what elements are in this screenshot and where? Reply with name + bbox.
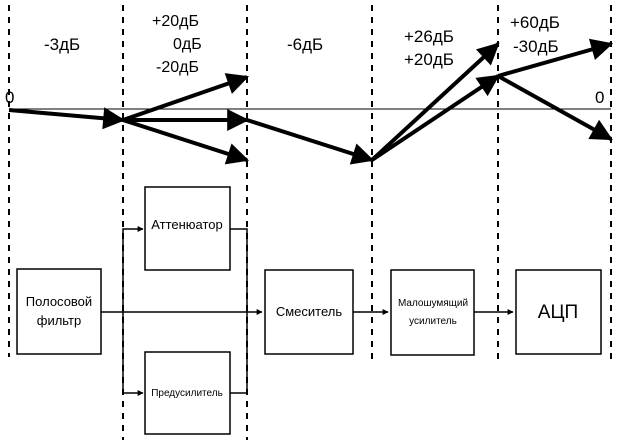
gain-arrow-lna-plus26 xyxy=(370,42,500,162)
gain-arrow-adc-plus60 xyxy=(497,38,614,78)
attenuator-label: Аттенюатор xyxy=(151,217,223,232)
stage1-gain: -3дБ xyxy=(44,35,80,54)
block-preamp: Предусилитель xyxy=(144,351,231,435)
stage4-gain-2: +20дБ xyxy=(404,50,454,69)
connector-to-preamp xyxy=(122,312,144,396)
zero-label-left: 0 xyxy=(5,88,14,107)
gain-arrow-filter xyxy=(8,107,126,130)
adc-label: АЦП xyxy=(538,302,578,323)
stage2-gain-3: -20дБ xyxy=(156,59,199,76)
block-attenuator: Аттенюатор xyxy=(144,186,231,271)
preamp-label: Предусилитель xyxy=(151,388,223,399)
connector-attenuator-out xyxy=(230,228,248,312)
stage5-gain-2: -30дБ xyxy=(513,37,559,56)
lna-label-line1: Малошумящий xyxy=(398,298,468,309)
bandpass-label-line1: Полосовой xyxy=(26,294,92,309)
gain-arrow-adc-minus30 xyxy=(497,74,613,141)
gain-arrow-mixer xyxy=(246,118,375,165)
bandpass-label-line2: фильтр xyxy=(37,313,81,328)
stage2-gain-1: +20дБ xyxy=(152,13,199,30)
connector-to-attenuator xyxy=(122,226,144,312)
gain-arrow-lna-plus20 xyxy=(370,74,500,162)
connector-preamp-out xyxy=(230,312,248,394)
stage2-gain-2: 0дБ xyxy=(173,36,202,53)
gain-path xyxy=(8,38,614,165)
stage3-gain: -6дБ xyxy=(287,35,323,54)
stage4-gain-1: +26дБ xyxy=(404,27,454,46)
mixer-label: Смеситель xyxy=(276,304,343,319)
block-bandpass-filter: Полосовой фильтр xyxy=(16,268,102,355)
block-lna: Малошумящий усилитель xyxy=(390,269,475,356)
signal-connectors xyxy=(101,226,514,396)
gain-arrow-amp-plus20 xyxy=(122,73,250,122)
lna-label-line2: усилитель xyxy=(409,316,457,327)
block-adc: АЦП xyxy=(515,269,602,355)
block-mixer: Смеситель xyxy=(264,269,354,355)
gain-arrow-atten-minus20 xyxy=(122,118,250,165)
stage5-gain-1: +60дБ xyxy=(510,13,560,32)
zero-label-right: 0 xyxy=(595,88,604,107)
